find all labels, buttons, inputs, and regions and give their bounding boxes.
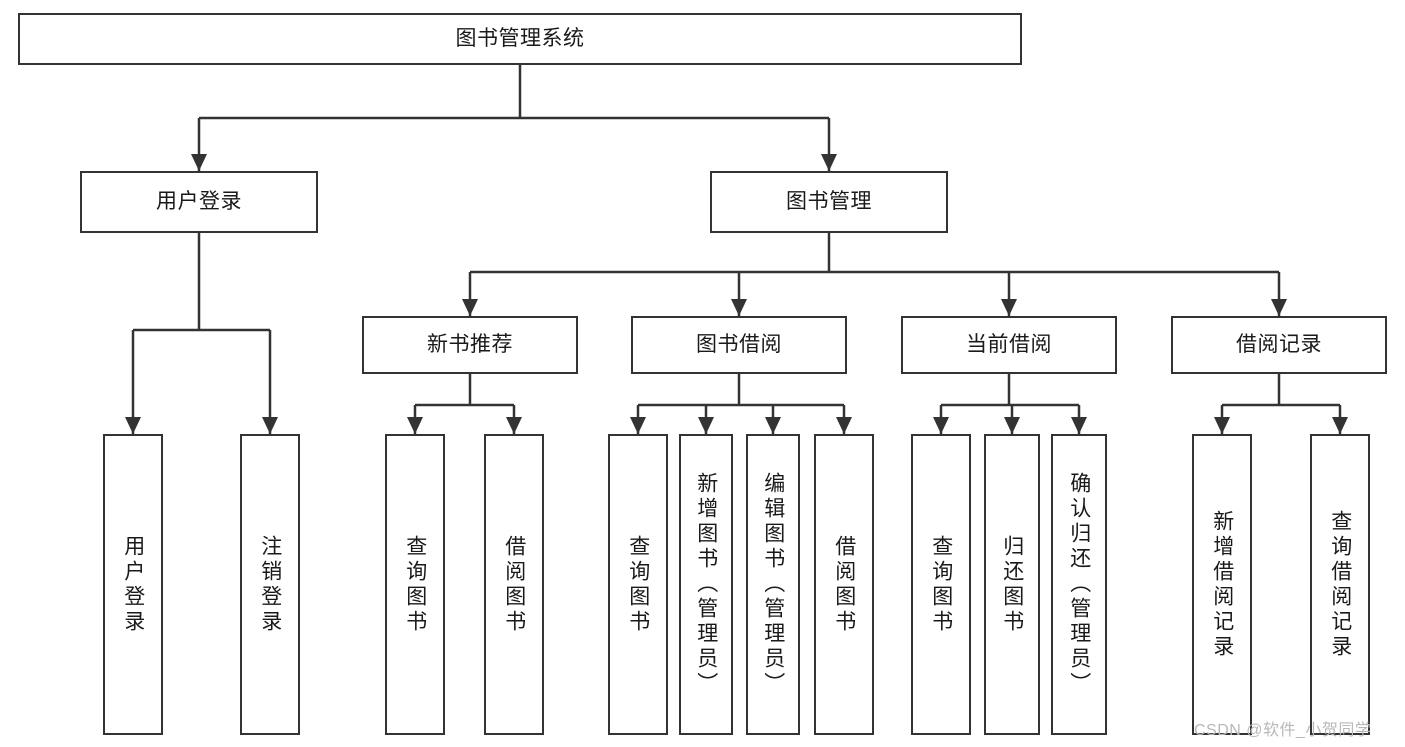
edge-arrowhead (1004, 417, 1020, 434)
node-l-query1[interactable]: 查询图书 (385, 434, 445, 735)
edge-arrowhead (1214, 417, 1230, 434)
node-l-query2[interactable]: 查询图书 (608, 434, 668, 735)
node-current[interactable]: 当前借阅 (901, 316, 1117, 374)
node-l-addrec[interactable]: 新增借阅记录 (1192, 434, 1252, 735)
node-label: 新增借阅记录 (1210, 509, 1234, 660)
node-label: 图书管理 (786, 190, 872, 214)
node-l-userlogin[interactable]: 用户登录 (103, 434, 163, 735)
edge-arrowhead (933, 417, 949, 434)
node-label: 查询图书 (929, 534, 953, 635)
edge-arrowhead (462, 299, 478, 316)
edge-arrowhead (698, 417, 714, 434)
node-label: 新书推荐 (427, 333, 513, 357)
node-label: 借阅图书 (502, 534, 526, 635)
edge-arrowhead (1071, 417, 1087, 434)
node-l-addbook[interactable]: 新增图书（管理员） (679, 434, 733, 735)
edge-arrowhead (765, 417, 781, 434)
node-label: 当前借阅 (966, 333, 1052, 357)
edge-arrowhead (262, 417, 278, 434)
edge-arrowhead (1332, 417, 1348, 434)
node-label: 确认归还（管理员） (1067, 472, 1091, 697)
edge-arrowhead (506, 417, 522, 434)
node-label: 图书管理系统 (455, 27, 585, 51)
node-l-confirm[interactable]: 确认归还（管理员） (1051, 434, 1107, 735)
node-l-logout[interactable]: 注销登录 (240, 434, 300, 735)
node-label: 用户登录 (156, 190, 242, 214)
node-newbook[interactable]: 新书推荐 (362, 316, 578, 374)
node-label: 查询图书 (626, 534, 650, 635)
node-label: 编辑图书（管理员） (761, 472, 785, 697)
edge-arrowhead (191, 154, 207, 171)
node-l-borrow2[interactable]: 借阅图书 (814, 434, 874, 735)
node-records[interactable]: 借阅记录 (1171, 316, 1387, 374)
node-label: 查询图书 (403, 534, 427, 635)
node-l-queryrec[interactable]: 查询借阅记录 (1310, 434, 1370, 735)
node-label: 注销登录 (258, 534, 282, 635)
node-l-editbook[interactable]: 编辑图书（管理员） (746, 434, 800, 735)
edge-arrowhead (630, 417, 646, 434)
node-label: 查询借阅记录 (1328, 509, 1352, 660)
node-login[interactable]: 用户登录 (80, 171, 318, 233)
node-label: 借阅记录 (1236, 333, 1322, 357)
node-root[interactable]: 图书管理系统 (18, 13, 1022, 65)
watermark-text: CSDN @软件_小贺同学 (1194, 722, 1372, 739)
node-label: 新增图书（管理员） (694, 472, 718, 697)
edge-arrowhead (1001, 299, 1017, 316)
node-l-borrow1[interactable]: 借阅图书 (484, 434, 544, 735)
edge-arrowhead (125, 417, 141, 434)
edge-arrowhead (407, 417, 423, 434)
edge-arrowhead (731, 299, 747, 316)
node-label: 归还图书 (1000, 534, 1024, 635)
node-borrow[interactable]: 图书借阅 (631, 316, 847, 374)
edge-arrowhead (1271, 299, 1287, 316)
node-label: 用户登录 (121, 534, 145, 635)
edge-arrowhead (821, 154, 837, 171)
node-label: 借阅图书 (832, 534, 856, 635)
node-l-query3[interactable]: 查询图书 (911, 434, 971, 735)
node-label: 图书借阅 (696, 333, 782, 357)
node-l-return[interactable]: 归还图书 (984, 434, 1040, 735)
node-bookmgmt[interactable]: 图书管理 (710, 171, 948, 233)
edge-arrowhead (836, 417, 852, 434)
